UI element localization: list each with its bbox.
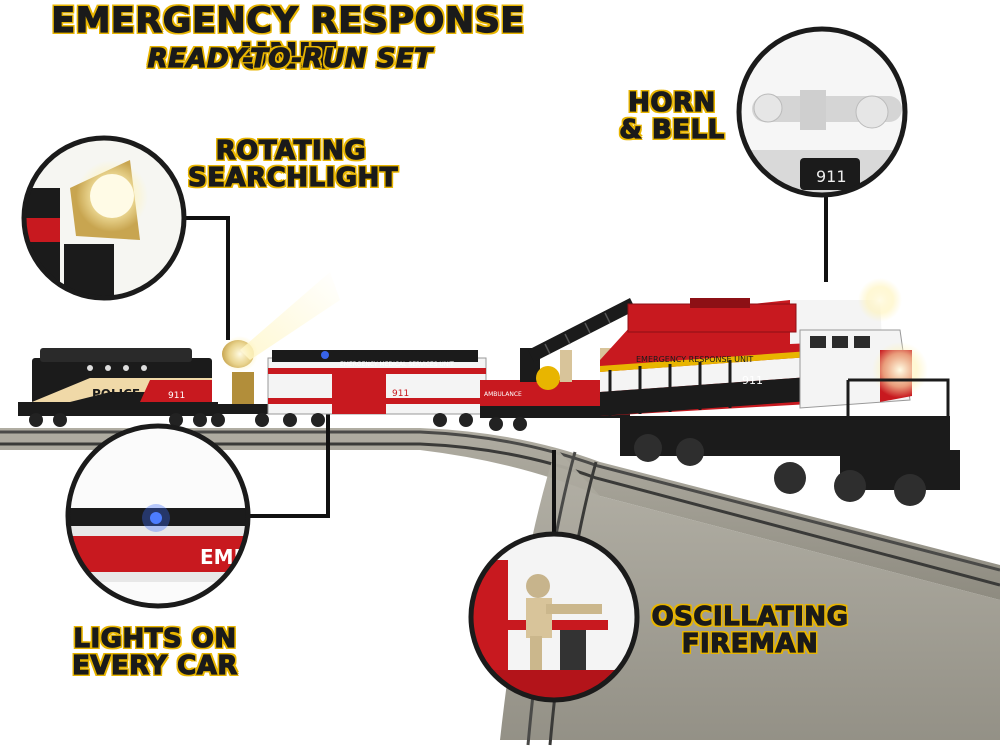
medical-car-name: EMERGENCY MEDICAL SERVICES UNIT	[340, 361, 454, 368]
zoom-circle-fireman	[468, 531, 640, 703]
zoom-circle-lights: EME	[65, 423, 251, 609]
medical-car-number: 911	[392, 389, 409, 399]
callout-lights-line1: LIGHTS ON	[73, 624, 237, 654]
callout-fireman-line2: FIREMAN	[681, 628, 819, 659]
callout-horn: HORN & BELL	[612, 88, 732, 145]
searchlight-car	[208, 272, 340, 427]
zoom-circle-horn: 911	[736, 26, 908, 198]
page-subtitle: READY-TO-RUN SET	[147, 44, 433, 74]
searchlight-beam	[240, 272, 340, 360]
callout-searchlight-line1: ROTATING	[215, 136, 367, 166]
callout-horn-line2: & BELL	[619, 114, 725, 145]
locomotive-number: 911	[742, 374, 763, 387]
caboose-number: 911	[168, 391, 185, 401]
locomotive: EMERGENCY RESPONSE UNIT 911	[600, 278, 960, 506]
callout-horn-line1: HORN	[628, 88, 716, 118]
caboose-name: POLICE	[92, 387, 140, 401]
horn-zoom-number: 911	[816, 167, 847, 186]
locomotive-name: EMERGENCY RESPONSE UNIT	[636, 355, 753, 364]
zoom-circle-searchlight	[21, 135, 187, 301]
callout-fireman: OSCILLATING FIREMAN	[650, 602, 850, 659]
callout-lines	[182, 195, 828, 534]
medical-car: EMERGENCY MEDICAL SERVICES UNIT 911	[267, 350, 487, 427]
callout-lights: LIGHTS ON EVERY CAR	[62, 624, 248, 681]
callout-lights-line2: EVERY CAR	[71, 650, 238, 681]
callout-searchlight: ROTATING SEARCHLIGHT	[187, 136, 399, 193]
police-caboose: POLICE 911	[18, 348, 218, 427]
ambulance-text: AMBULANCE	[484, 391, 522, 398]
page-title: EMERGENCY RESPONSE UNIT	[51, 1, 525, 77]
callout-fireman-line1: OSCILLATING	[651, 602, 849, 632]
callout-searchlight-line2: SEARCHLIGHT	[187, 162, 399, 193]
